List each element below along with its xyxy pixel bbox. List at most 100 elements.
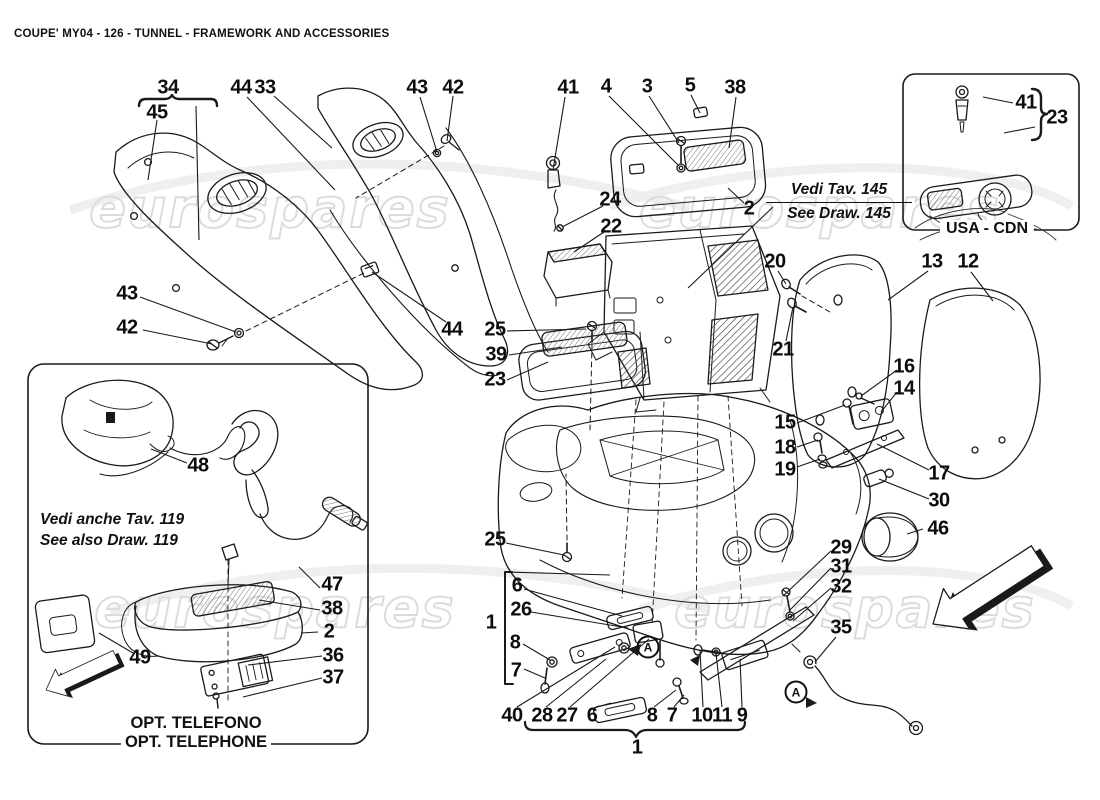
- leader-line: [970, 271, 994, 302]
- screw-25-top: [586, 320, 598, 431]
- leader-line: [673, 694, 685, 708]
- bottom-rail-assembly: [690, 587, 815, 681]
- see-draw-145-line1: Vedi Tav. 145: [766, 180, 912, 203]
- opt-phone-label: OPT. TELEFONO OPT. TELEPHONE: [120, 714, 272, 752]
- callout-42: 42: [116, 316, 138, 339]
- leader-line: [648, 95, 680, 144]
- watermark-text: eurospares: [89, 177, 450, 240]
- callout-5: 5: [684, 74, 696, 97]
- callout-30: 30: [928, 489, 950, 512]
- leader-line: [419, 96, 438, 153]
- leader-line: [247, 655, 323, 666]
- callout-40: 40: [501, 704, 523, 727]
- leader-line: [545, 658, 607, 708]
- leader-line: [608, 95, 680, 167]
- callout-4: 4: [600, 75, 612, 98]
- leader-line: [273, 95, 333, 149]
- leader-line: [505, 542, 565, 556]
- leader-line: [506, 328, 587, 332]
- opt-phone-line1: OPT. TELEFONO: [130, 714, 262, 733]
- leader-line: [690, 94, 701, 114]
- leader-line: [982, 96, 1014, 104]
- callout-35: 35: [830, 616, 852, 639]
- cup-46: [861, 512, 919, 562]
- leader-line: [796, 458, 821, 468]
- leader-line: [1003, 126, 1036, 134]
- callout-14: 14: [893, 377, 915, 400]
- leader-line: [258, 599, 321, 611]
- callout-23: 23: [1046, 106, 1068, 129]
- leader-line: [860, 369, 898, 397]
- leader-line: [788, 567, 832, 612]
- leader-line: [777, 270, 787, 285]
- callout-3: 3: [641, 75, 653, 98]
- callout-2: 2: [323, 620, 335, 643]
- callout-20: 20: [764, 250, 786, 273]
- callout-22: 22: [600, 215, 622, 238]
- leader-line: [523, 588, 623, 617]
- callout-48: 48: [187, 454, 209, 477]
- watermark-swoosh: [68, 159, 1075, 617]
- bracket-34: [137, 93, 219, 108]
- see-draw-145-line2: See Draw. 145: [787, 204, 891, 222]
- a-marker-arrow-2: [806, 697, 817, 708]
- leader-line: [782, 550, 832, 597]
- brace-1-bottom: [523, 720, 747, 739]
- callout-10: 10: [691, 704, 713, 727]
- leader-line: [504, 571, 611, 576]
- direction-arrow-main: [932, 545, 1054, 631]
- brace-23: [1030, 87, 1049, 142]
- leader-line: [195, 105, 200, 241]
- leader-line: [516, 646, 616, 708]
- leader-line: [506, 361, 549, 381]
- callout-37: 37: [322, 666, 344, 689]
- side-panel-12: [919, 287, 1041, 480]
- callout-11: 11: [711, 704, 733, 727]
- callout-15: 15: [774, 411, 796, 434]
- see-draw-119-note: Vedi anche Tav. 119 See also Draw. 119: [40, 510, 200, 552]
- leader-line: [792, 587, 832, 622]
- see-draw-145-note: Vedi Tav. 145 See Draw. 145: [766, 180, 912, 225]
- leader-line: [887, 270, 929, 301]
- leader-line: [878, 478, 930, 500]
- screw-20-21: [781, 278, 831, 313]
- callout-6: 6: [511, 574, 523, 597]
- part-30: [863, 468, 894, 488]
- leader-line: [687, 206, 774, 289]
- screw-42-43-top: [355, 133, 460, 199]
- trim-panel-right: [317, 87, 549, 377]
- callout-6: 6: [586, 704, 598, 727]
- opt-phone-line2: OPT. TELEPHONE: [124, 733, 268, 751]
- callout-43: 43: [116, 282, 138, 305]
- screw-42-43-left: [206, 271, 367, 351]
- callout-38: 38: [321, 597, 343, 620]
- leader-line: [561, 205, 604, 228]
- leader-line: [715, 652, 723, 708]
- callout-45: 45: [146, 101, 168, 124]
- callout-13: 13: [921, 250, 943, 273]
- leader-line: [242, 677, 323, 698]
- callout-34: 34: [157, 76, 179, 99]
- callout-7: 7: [510, 659, 522, 682]
- callout-27: 27: [556, 704, 578, 727]
- callout-8: 8: [509, 631, 521, 654]
- callout-25: 25: [484, 528, 506, 551]
- leader-line: [906, 528, 924, 535]
- leader-line: [522, 643, 551, 661]
- callout-44: 44: [441, 318, 463, 341]
- callout-38: 38: [724, 76, 746, 99]
- leader-line: [785, 306, 794, 342]
- callout-12: 12: [957, 250, 979, 273]
- leader-line: [142, 329, 213, 345]
- callout-7: 7: [666, 704, 678, 727]
- leader-line: [699, 650, 704, 708]
- callout-1: 1: [631, 736, 643, 759]
- leader-line: [150, 448, 188, 464]
- leader-line: [876, 443, 930, 471]
- callout-36: 36: [322, 644, 344, 667]
- leader-line: [880, 391, 898, 413]
- lighter-part: [545, 155, 561, 232]
- callout-24: 24: [599, 188, 621, 211]
- opt-phone-box: [27, 363, 369, 745]
